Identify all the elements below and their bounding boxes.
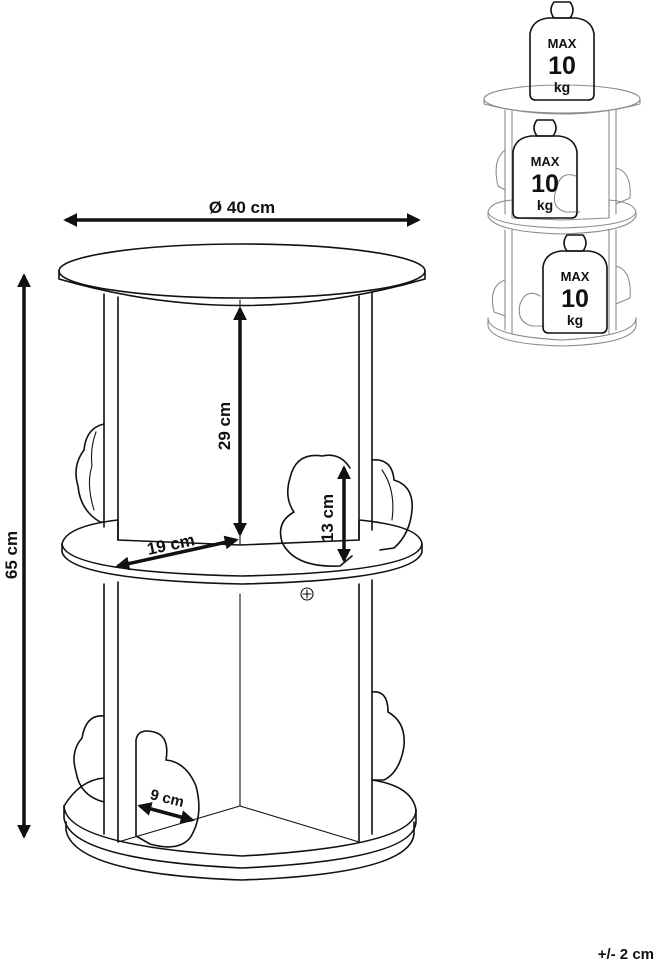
cloud-height-label: 13 cm xyxy=(318,494,337,542)
cloud-width-arrow xyxy=(137,802,195,824)
dimension-lines xyxy=(17,213,421,839)
load-badge-top: MAX 10 kg xyxy=(529,1,595,101)
load-badge-max: MAX xyxy=(531,154,560,169)
load-badge-value: 10 xyxy=(561,285,589,313)
load-capacity-drawing xyxy=(483,84,641,347)
cloud-front-lower xyxy=(135,730,200,848)
load-badge-unit: kg xyxy=(554,79,570,95)
cloud-width-label: 9 cm xyxy=(148,786,185,811)
main-bookcase xyxy=(58,243,426,881)
load-badge-unit: kg xyxy=(537,197,553,213)
top-shelf xyxy=(58,243,426,299)
diameter-label: Ø 40 cm xyxy=(209,198,275,217)
load-badge-bottom: MAX 10 kg xyxy=(542,234,608,334)
middle-shelf xyxy=(61,519,423,577)
dimension-labels: Ø 40 cm 65 cm 29 cm 19 cm 13 cm 9 cm xyxy=(2,198,337,811)
shelf-depth-arrow xyxy=(115,535,239,571)
load-badge-middle: MAX 10 kg xyxy=(512,119,578,219)
load-badge-max: MAX xyxy=(561,269,590,284)
load-badge-value: 10 xyxy=(531,170,559,198)
cloud-front-upper xyxy=(279,454,353,567)
load-badge-max: MAX xyxy=(548,36,577,51)
shelf-height-label: 29 cm xyxy=(215,402,234,450)
tolerance-note: +/- 2 cm xyxy=(597,946,654,963)
total-height-label: 65 cm xyxy=(2,531,21,579)
load-badge-unit: kg xyxy=(567,312,583,328)
load-badge-value: 10 xyxy=(548,52,576,80)
